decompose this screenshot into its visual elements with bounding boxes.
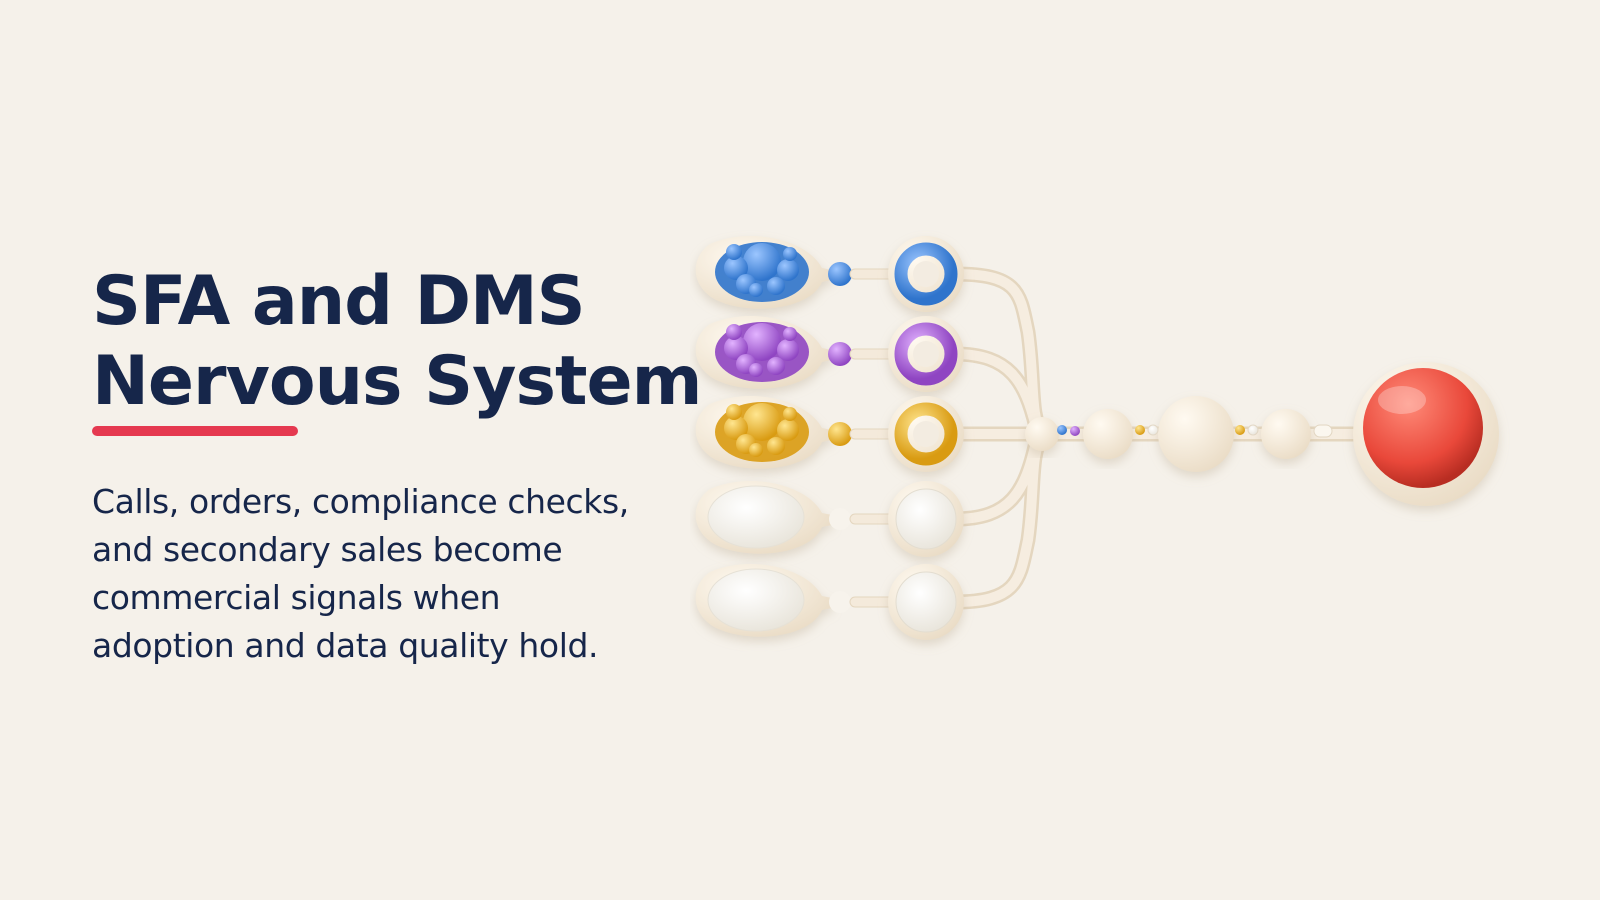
text-block: SFA and DMS Nervous System Calls, orders… [92, 262, 702, 670]
channel-bubble [743, 323, 781, 361]
channel-bubble [724, 256, 748, 280]
channel-bubble [767, 437, 785, 455]
nervous-system-diagram [695, 235, 1499, 640]
input-channel-4 [695, 480, 964, 557]
subtitle-line-2: and secondary sales become [92, 530, 563, 569]
channel-ring-hole [913, 421, 939, 447]
signal-dot-yellow-1 [1135, 425, 1145, 435]
title-line-1: SFA and DMS [92, 262, 586, 341]
channel-bubble [783, 327, 797, 341]
channel-bubble [724, 416, 748, 440]
subtitle-line-4: adoption and data quality hold. [92, 626, 599, 665]
channel-signal-dot [828, 342, 852, 366]
input-channels [695, 235, 964, 640]
channel-ring [894, 242, 958, 306]
channel-ring-empty [895, 571, 957, 633]
slide-title: SFA and DMS Nervous System [92, 262, 702, 422]
channel-bubble [767, 357, 785, 375]
channel-signal-dot [828, 422, 852, 446]
junction-node [1025, 417, 1059, 451]
channel-ring-empty [895, 488, 957, 550]
channel-bubble [749, 283, 763, 297]
channel-bubble [767, 277, 785, 295]
channel-bubble [783, 247, 797, 261]
title-line-2: Nervous System [92, 342, 702, 421]
signal-dot-purple [1070, 426, 1080, 436]
channel-ring [894, 322, 958, 386]
channel-bubble [777, 419, 799, 441]
output-node [1353, 362, 1499, 506]
trunk-slot [1313, 424, 1333, 438]
subtitle-line-3: commercial signals when [92, 578, 501, 617]
channel-bubble [724, 336, 748, 360]
channel-bubble [726, 244, 742, 260]
channel-signal-dot [828, 262, 852, 286]
signal-trunk [1025, 396, 1333, 472]
channel-bubble [726, 404, 742, 420]
slide-subtitle: Calls, orders, compliance checks, and se… [92, 478, 652, 670]
signal-dot-ghost-2 [1247, 424, 1259, 436]
channel-cluster-empty [707, 485, 805, 549]
input-channel-5 [695, 563, 964, 640]
signal-dot-yellow-2 [1235, 425, 1245, 435]
subtitle-line-1: Calls, orders, compliance checks, [92, 482, 629, 521]
channel-bubble [726, 324, 742, 340]
input-channel-2 [695, 315, 964, 392]
trunk-bead-3 [1261, 409, 1311, 459]
channel-signal-dot-empty [829, 508, 851, 530]
trunk-bead-1 [1083, 409, 1133, 459]
channel-cluster-empty [707, 568, 805, 632]
signal-dot-blue [1057, 425, 1067, 435]
channel-bubble [777, 339, 799, 361]
input-channel-3 [695, 395, 964, 472]
channel-bubble [749, 443, 763, 457]
channel-bubble [749, 363, 763, 377]
channel-ring-hole [913, 261, 939, 287]
signal-dot-ghost-1 [1147, 424, 1159, 436]
title-accent-underline [92, 426, 298, 436]
channel-bubble [743, 403, 781, 441]
channel-bubble [743, 243, 781, 281]
channel-signal-dot-empty [829, 591, 851, 613]
output-red-button [1363, 368, 1483, 488]
output-highlight [1378, 386, 1426, 414]
channel-bubble [783, 407, 797, 421]
channel-ring-hole [913, 341, 939, 367]
channel-ring [894, 402, 958, 466]
trunk-bead-2 [1158, 396, 1234, 472]
input-channel-1 [695, 235, 964, 312]
channel-bubble [777, 259, 799, 281]
